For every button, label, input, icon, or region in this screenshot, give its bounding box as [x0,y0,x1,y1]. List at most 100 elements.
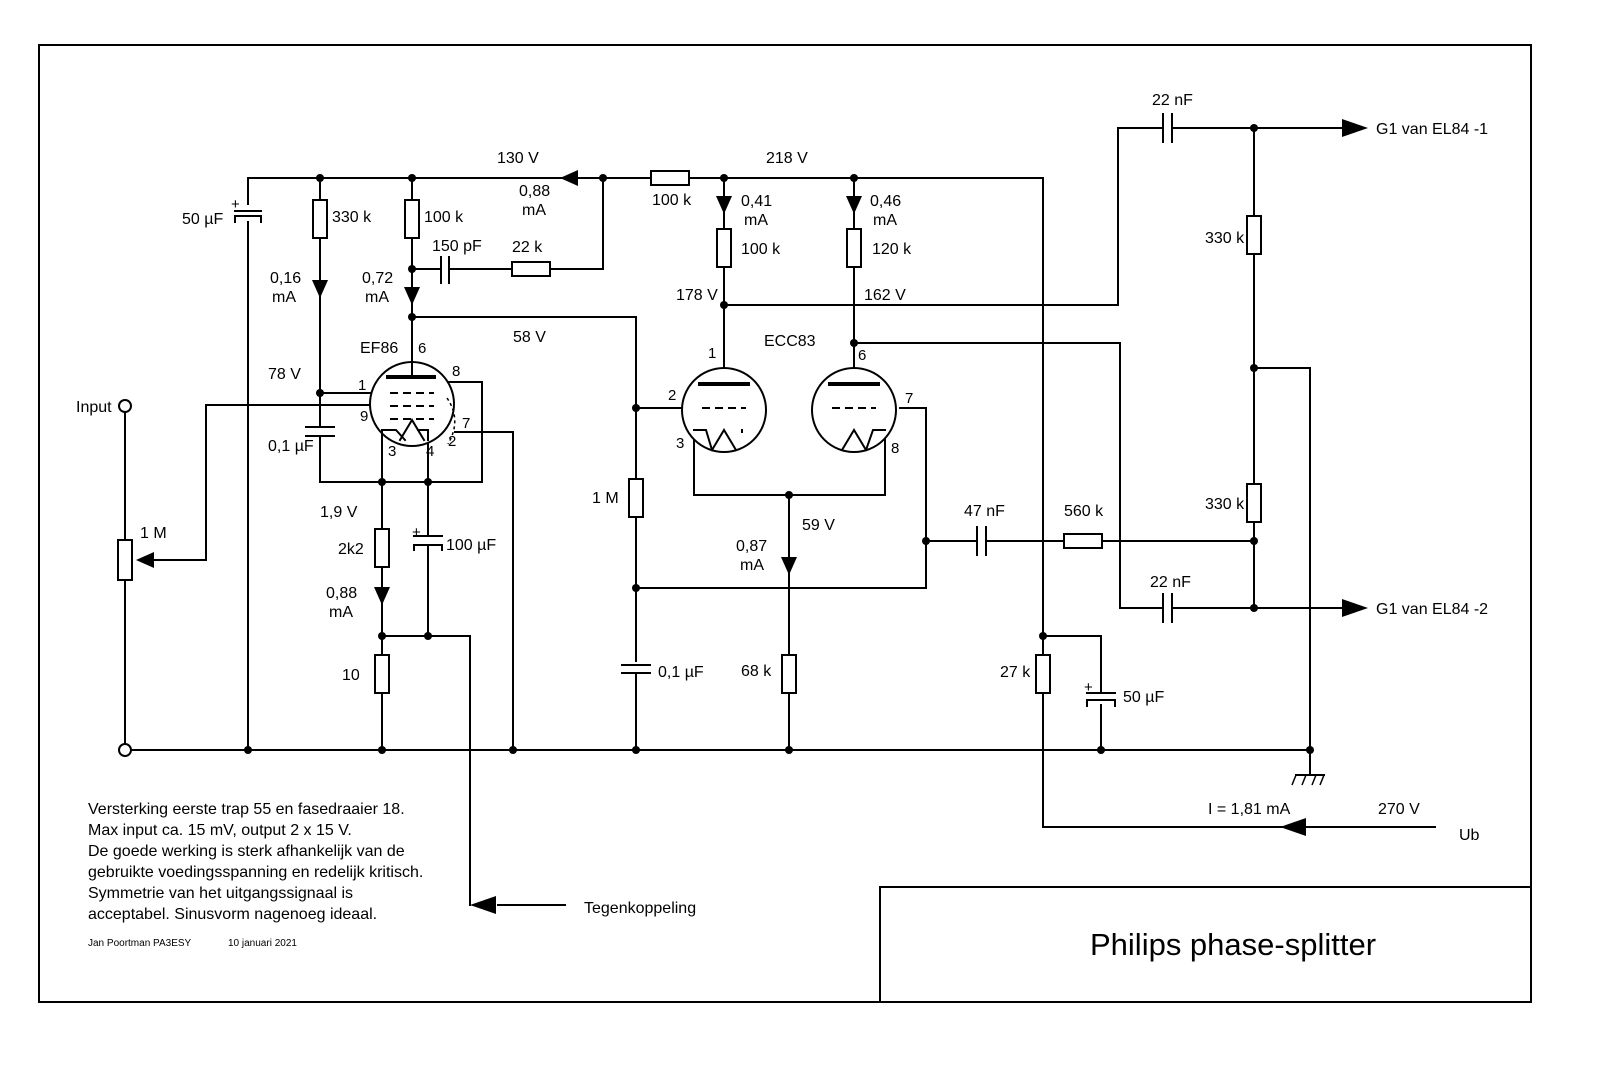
author: Jan Poortman PA3ESY [88,938,192,949]
ground-terminal[interactable] [118,743,132,757]
resistor-100k-ecc [716,228,732,268]
label-01uf-left: 0,1 µF [268,438,314,455]
resistor-100k-series [650,170,690,186]
arrow-supply [1280,818,1306,836]
tube-ef86-label: EF86 [360,340,398,357]
label-68k: 68 k [741,663,772,680]
label-pot-1m: 1 M [140,525,167,542]
current-046-value: 0,46 [870,193,901,210]
resistor-10 [374,654,390,694]
label-22k: 22 k [512,239,543,256]
arrow-out2 [1342,599,1368,617]
arrow-041 [716,196,732,214]
voltage-178v: 178 V [676,287,718,304]
voltage-78v: 78 V [268,366,301,383]
current-041-unit: mA [744,212,768,229]
resistor-330k-top [1246,215,1262,255]
junction-dots [244,124,1314,754]
current-041-value: 0,41 [741,193,772,210]
tube-ecc83-label: ECC83 [764,333,816,350]
resistor-330k-left [312,199,328,239]
note-line-4: gebruikte voedingsspanning en redelijk k… [88,864,423,881]
arrow-feedback [470,896,496,914]
ef86-pin-2: 2 [448,433,456,450]
resistor-68k [781,654,797,694]
note-line-5: Symmetrie van het uitgangssignaal is [88,885,353,902]
current-016-unit: mA [272,289,296,306]
resistor-100k-ef86 [404,199,420,239]
resistor-330k-bottom [1246,483,1262,523]
current-088-top-value: 0,88 [519,183,550,200]
current-072-value: 0,72 [362,270,393,287]
label-22nf-bottom: 22 nF [1150,574,1191,591]
current-087-unit: mA [740,557,764,574]
tube-ecc83-b [811,367,897,453]
arrow-072 [404,287,420,305]
arrow-046 [846,196,862,214]
svg-text:+: + [231,196,240,213]
current-046-unit: mA [873,212,897,229]
tube-ef86 [369,361,456,447]
arrow-088-cathode [374,587,390,605]
voltage-270v: 270 V [1378,801,1420,818]
input-terminal[interactable] [118,399,132,413]
arrow-pot-wiper [136,552,154,568]
ef86-pin-6: 6 [418,340,426,357]
ecc83-pin-8: 8 [891,440,899,457]
output-2-label: G1 van EL84 -2 [1376,601,1488,618]
resistor-1m [628,478,644,518]
current-088-cathode-value: 0,88 [326,585,357,602]
ef86-pin-3: 3 [388,443,396,460]
arrow-130v [560,170,578,186]
ecc83-pin-3: 3 [676,435,684,452]
voltage-1-9v: 1,9 V [320,504,358,521]
ef86-pin-8: 8 [452,363,460,380]
note-line-3: De goede werking is sterk afhankelijk va… [88,843,405,860]
current-total: I = 1,81 mA [1208,801,1291,818]
resistor-22k [511,261,551,277]
note-line-1: Versterking eerste trap 55 en fasedraaie… [88,801,405,818]
date: 10 januari 2021 [228,938,297,949]
drawing-frame [38,44,1532,1003]
potentiometer-1m [117,539,133,581]
arrows [136,119,1368,914]
note-line-6: acceptabel. Sinusvorm nagenoeg ideaal. [88,906,377,923]
resistor-2k2 [374,528,390,568]
voltage-58v: 58 V [513,329,546,346]
voltage-59v: 59 V [802,517,835,534]
tube-ecc83-a [681,367,767,453]
current-088-cathode-unit: mA [329,604,353,621]
voltage-218v: 218 V [766,150,808,167]
voltage-130v: 130 V [497,150,539,167]
label-100k-series: 100 k [652,192,692,209]
label-330k-bottom: 330 k [1205,496,1245,513]
capacitors: + + + [231,113,1173,707]
ef86-pin-7: 7 [462,415,470,432]
label-100uf: 100 µF [446,537,496,554]
label-560k: 560 k [1064,503,1104,520]
label-50uf-left: 50 µF [182,211,223,228]
ef86-pin-4: 4 [426,443,434,460]
wires [124,127,1436,906]
ecc83-pin-7: 7 [905,390,913,407]
current-087-value: 0,87 [736,538,767,555]
input-label: Input [76,399,112,416]
label-150pf: 150 pF [432,238,482,255]
ef86-pin-1: 1 [358,377,366,394]
ground-symbol [1291,764,1325,786]
current-088-top-unit: mA [522,202,546,219]
label-22nf-top: 22 nF [1152,92,1193,109]
svg-text:+: + [1084,679,1093,696]
ecc83-pin-6: 6 [858,347,866,364]
ef86-pin-9: 9 [360,408,368,425]
arrow-087 [781,557,797,575]
arrow-out1 [1342,119,1368,137]
title: Philips phase-splitter [1090,927,1376,962]
resistors [117,170,1262,694]
label-100k-ecc: 100 k [741,241,781,258]
ub-label: Ub [1459,827,1480,844]
resistor-120k [846,228,862,268]
ecc83-pin-1: 1 [708,345,716,362]
ecc83-pin-2: 2 [668,387,676,404]
